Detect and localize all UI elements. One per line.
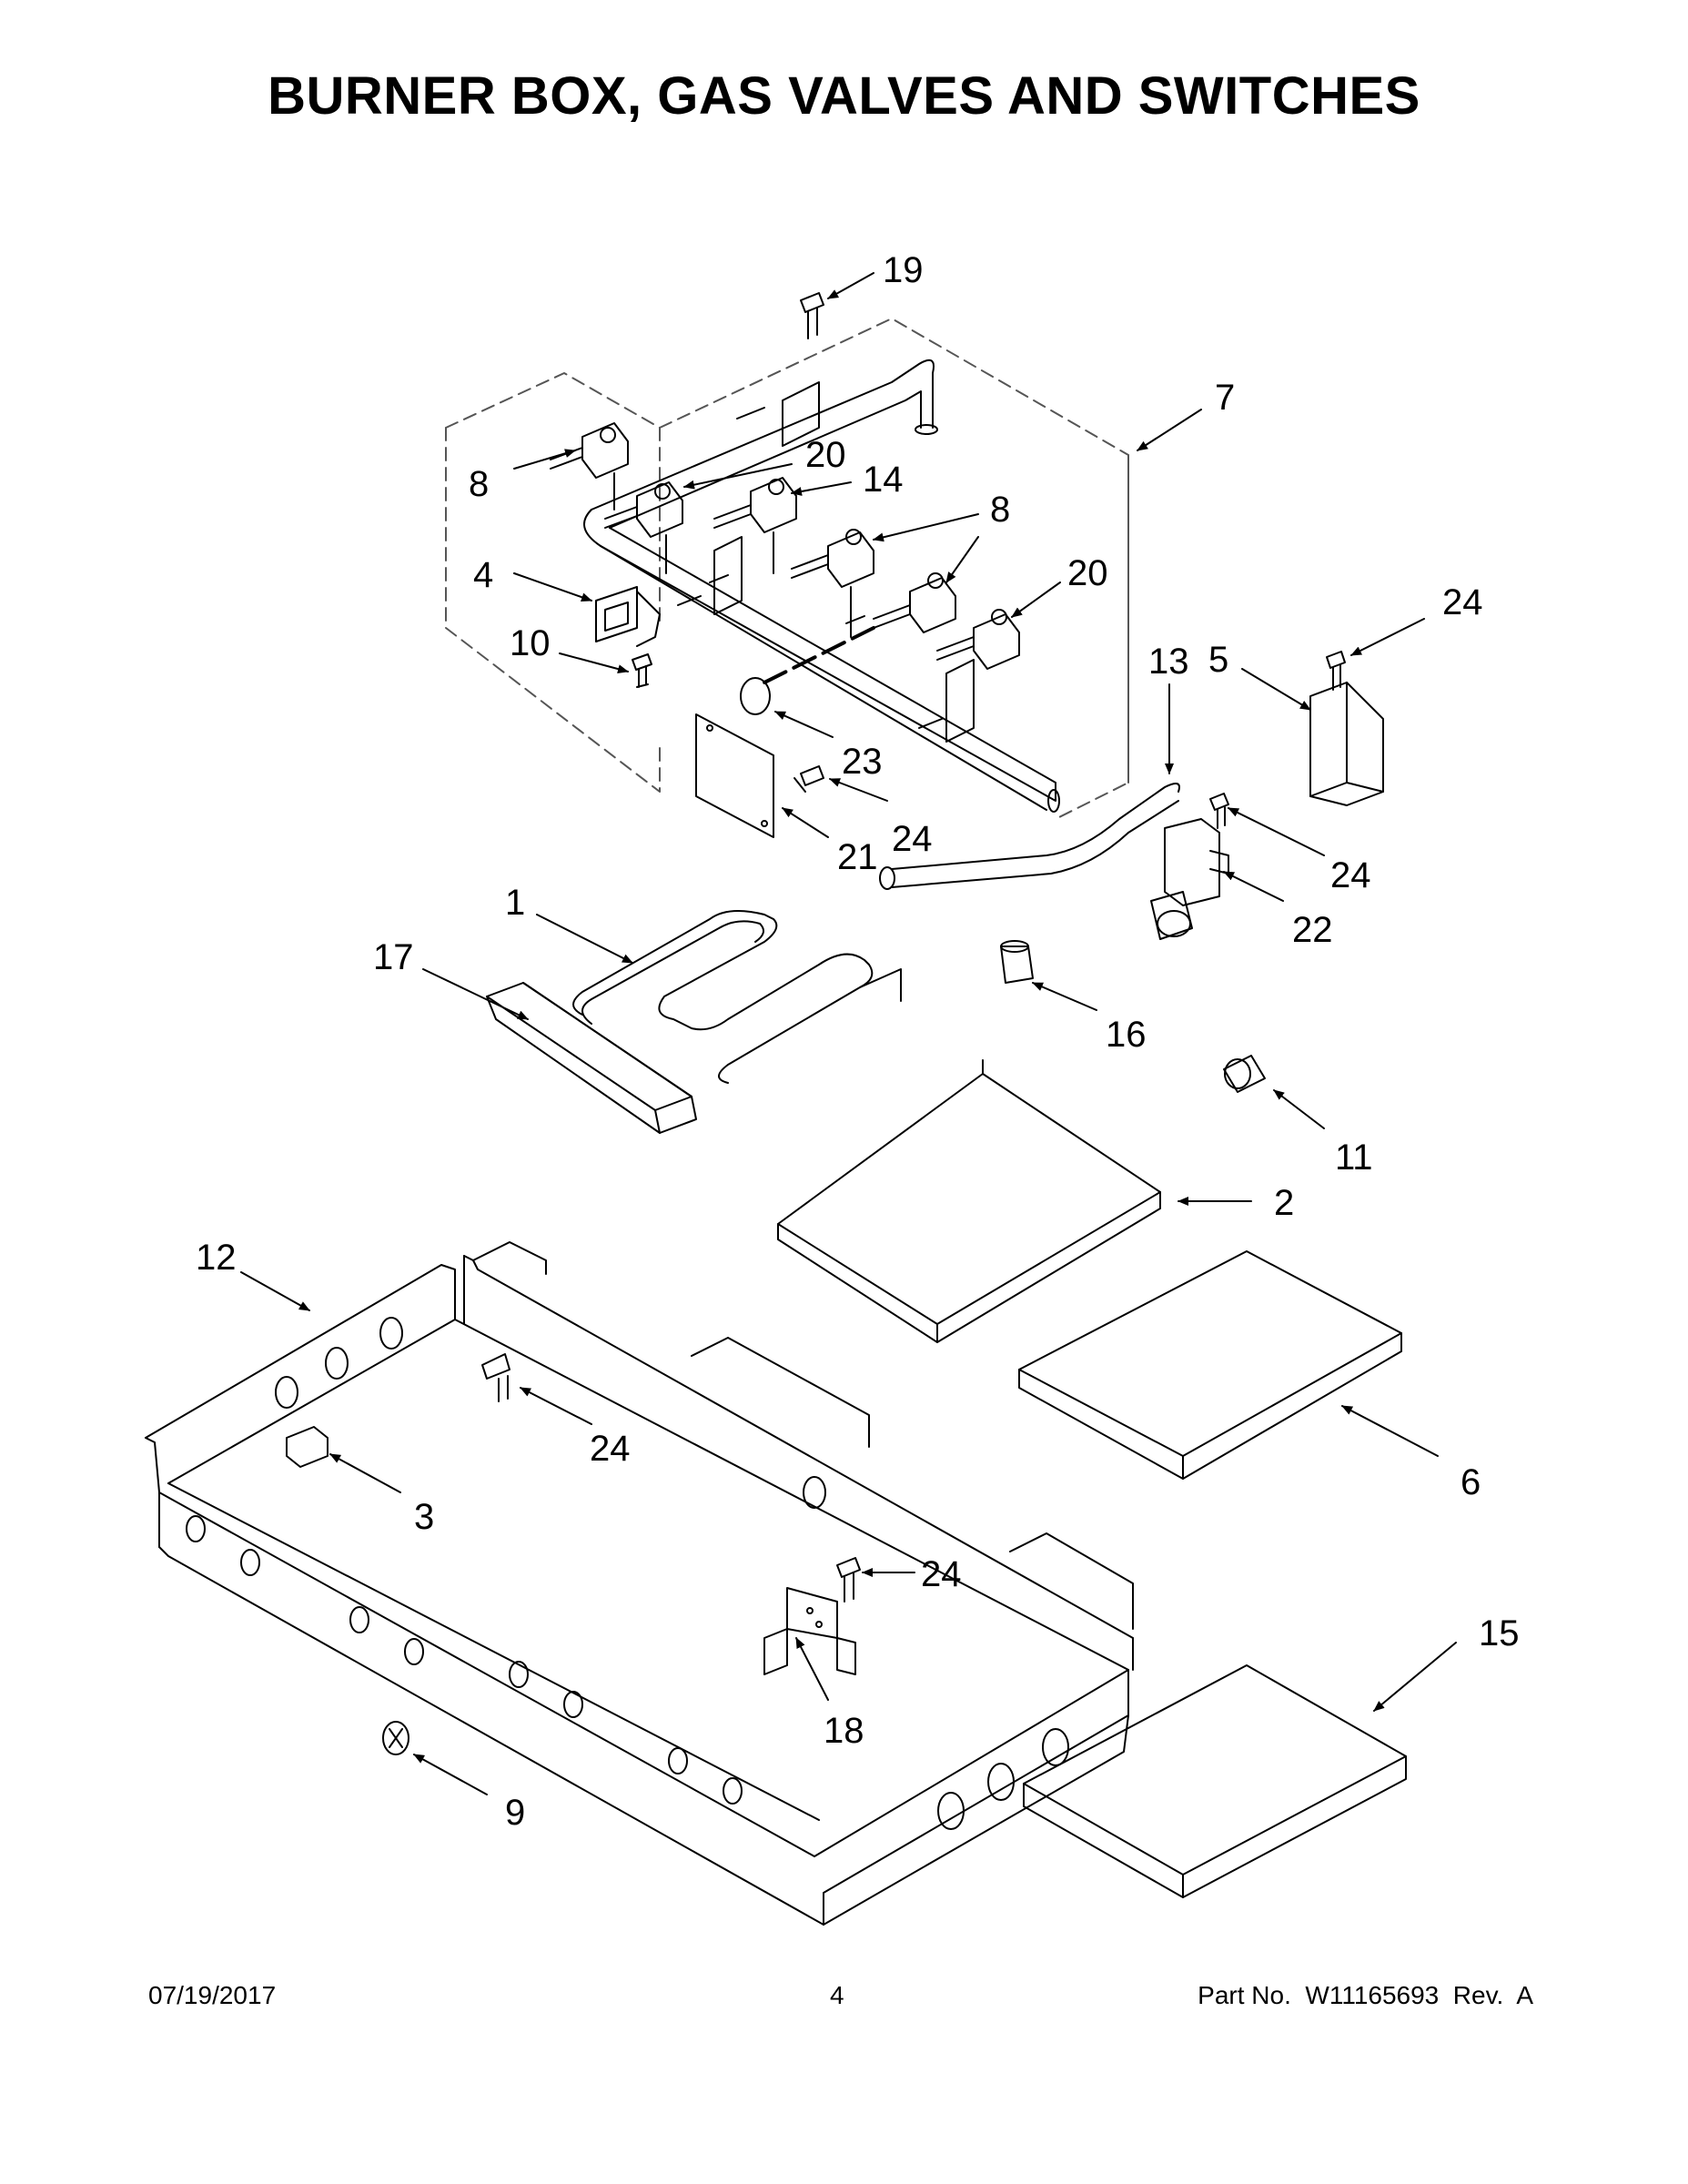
callout-8b: 8 bbox=[990, 490, 1010, 530]
footer-page-number: 4 bbox=[830, 1981, 844, 2009]
part-24-screw-c bbox=[1209, 793, 1229, 829]
part-2-shelf bbox=[777, 1059, 1161, 1343]
part-19-screw bbox=[800, 292, 824, 339]
gas-valve-20b bbox=[936, 609, 1020, 670]
manifold-assembly-outline bbox=[445, 318, 1129, 820]
page-title: BURNER BOX, GAS VALVES AND SWITCHES bbox=[268, 66, 1420, 126]
footer-date: 07/19/2017 bbox=[148, 1981, 277, 2009]
gas-valve-8a bbox=[550, 422, 629, 511]
part-4-bracket bbox=[595, 586, 661, 647]
callout-2: 2 bbox=[1274, 1183, 1294, 1223]
part-23-disk bbox=[740, 677, 771, 715]
callout-3: 3 bbox=[414, 1497, 434, 1537]
part-3-switch bbox=[286, 1426, 329, 1468]
callout-24a: 24 bbox=[1442, 582, 1483, 622]
callout-6: 6 bbox=[1461, 1462, 1481, 1502]
callout-1: 1 bbox=[505, 883, 525, 923]
gas-valve-14 bbox=[713, 477, 797, 574]
callout-7: 7 bbox=[1215, 378, 1235, 418]
part-1-burner-element bbox=[572, 910, 902, 1084]
part-12-burner-box bbox=[145, 1241, 1134, 1926]
valve-shaft-line bbox=[763, 626, 875, 684]
callout-11: 11 bbox=[1335, 1138, 1373, 1178]
gas-valve-20a bbox=[604, 481, 683, 574]
part-13-gas-tube bbox=[879, 783, 1180, 890]
part-17-trough bbox=[486, 982, 697, 1134]
callout-24c: 24 bbox=[1330, 855, 1371, 895]
callout-24e: 24 bbox=[921, 1554, 962, 1594]
callout-20b: 20 bbox=[1067, 553, 1108, 593]
callout-8a: 8 bbox=[469, 464, 489, 504]
callout-23: 23 bbox=[842, 742, 883, 782]
part-11-fitting bbox=[1223, 1055, 1266, 1093]
callout-9: 9 bbox=[505, 1793, 525, 1833]
callout-13: 13 bbox=[1148, 642, 1189, 682]
part-16-fitting bbox=[1000, 940, 1034, 984]
manifold-pipe bbox=[583, 359, 1060, 813]
part-15-panel bbox=[1023, 1664, 1407, 1898]
callout-12: 12 bbox=[196, 1238, 237, 1278]
callout-4: 4 bbox=[473, 555, 493, 595]
callout-24d: 24 bbox=[590, 1429, 631, 1469]
callout-14: 14 bbox=[863, 460, 904, 500]
part-5-bracket bbox=[1309, 682, 1384, 806]
callout-19: 19 bbox=[883, 250, 924, 290]
callout-24b: 24 bbox=[892, 819, 933, 859]
part-6-cover bbox=[1018, 1250, 1402, 1480]
gas-valve-8c bbox=[873, 572, 956, 633]
callout-21: 21 bbox=[837, 837, 878, 877]
part-9-knob bbox=[382, 1721, 409, 1755]
part-21-plate bbox=[695, 713, 774, 838]
callout-17: 17 bbox=[373, 937, 414, 977]
callout-10: 10 bbox=[510, 623, 551, 663]
callout-numbers: 19 7 8 20 14 8 20 4 10 24 13 5 23 24 21 … bbox=[196, 250, 1520, 1833]
gas-valve-8b bbox=[791, 529, 874, 638]
footer-part-number: Part No. W11165693 Rev. A bbox=[1198, 1981, 1533, 2009]
part-24-screw-e bbox=[836, 1557, 861, 1603]
callout-18: 18 bbox=[824, 1711, 864, 1751]
part-10-screw bbox=[632, 653, 652, 688]
leader-lines bbox=[240, 272, 1457, 1795]
part-24-screw-b bbox=[793, 765, 824, 793]
callout-5: 5 bbox=[1208, 640, 1228, 680]
callout-15: 15 bbox=[1479, 1613, 1520, 1653]
callout-22: 22 bbox=[1292, 910, 1333, 950]
part-24-screw-a bbox=[1326, 651, 1346, 691]
part-22-regulator bbox=[1150, 818, 1229, 940]
callout-16: 16 bbox=[1106, 1015, 1147, 1055]
callout-20a: 20 bbox=[805, 435, 846, 475]
part-18-bracket bbox=[763, 1587, 856, 1675]
part-24-bolt-d bbox=[481, 1353, 510, 1402]
